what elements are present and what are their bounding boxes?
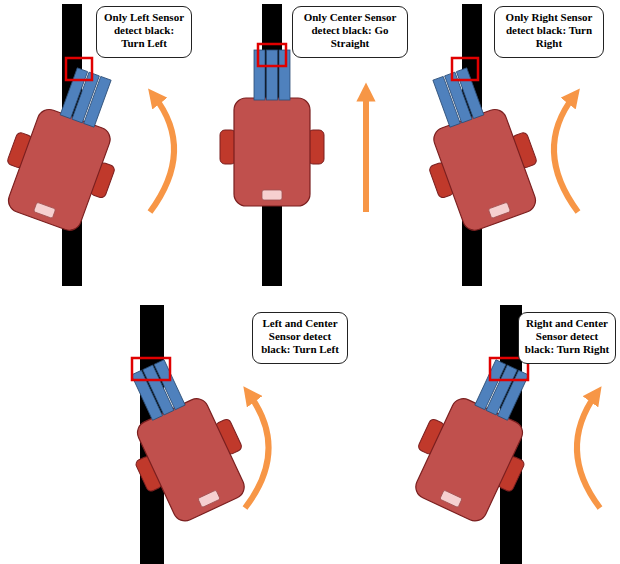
robot: [399, 345, 559, 530]
callout-box: Right and Center Sensor detect black: Tu…: [518, 312, 616, 364]
detect-marker: [258, 44, 286, 66]
callout-text: Only Right Sensor detect black: Turn Rig…: [500, 11, 598, 51]
callout-text: Left and Center Sensor detect black: Tur…: [258, 317, 342, 357]
callout-text: Only Center Sensor detect black: Go Stra…: [298, 11, 402, 51]
robot: [220, 50, 324, 206]
callout-box: Left and Center Sensor detect black: Tur…: [252, 312, 348, 364]
detect-marker: [132, 358, 170, 380]
robot: [0, 56, 143, 238]
straight-arrow: [363, 92, 369, 212]
turn-arrow: [554, 96, 578, 212]
turn-arrow: [245, 394, 269, 508]
turn-arrow: [577, 394, 600, 508]
callout-text: Right and Center Sensor detect black: Tu…: [524, 317, 610, 357]
callout-box: Only Left Sensor detect black: Turn Left: [96, 6, 192, 58]
callout-box: Only Right Sensor detect black: Turn Rig…: [494, 6, 604, 58]
callout-box: Only Center Sensor detect black: Go Stra…: [292, 6, 408, 58]
robot: [101, 345, 261, 530]
detect-marker: [452, 58, 478, 80]
robot: [401, 56, 552, 238]
callout-text: Only Left Sensor detect black: Turn Left: [102, 11, 186, 51]
detect-marker: [66, 58, 92, 80]
turn-arrow: [150, 96, 174, 212]
